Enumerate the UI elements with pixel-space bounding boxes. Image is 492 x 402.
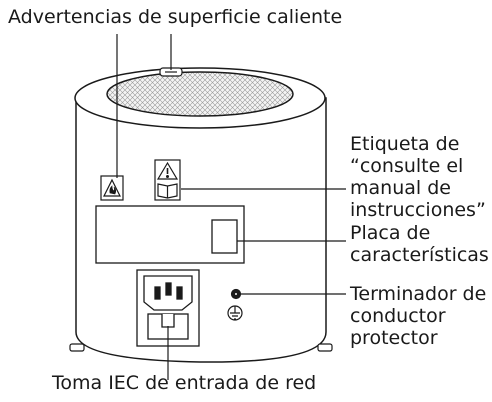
manual-label-line3: manual de bbox=[350, 177, 451, 199]
terminal-label-line3: protector bbox=[350, 327, 438, 349]
terminal-label-line2: conductor bbox=[350, 305, 446, 327]
terminal-label-line1: Terminador de bbox=[350, 283, 487, 305]
leader-lines bbox=[116, 34, 346, 380]
manual-label-line4: instrucciones” bbox=[350, 199, 486, 221]
manual-label-line2: “consulte el bbox=[350, 155, 464, 177]
hot-surface-warning-icon bbox=[100, 175, 124, 201]
rating-plate bbox=[95, 205, 245, 264]
rating-plate-label-line2: características bbox=[350, 244, 489, 266]
heating-mesh-opening bbox=[106, 71, 294, 117]
hot-surface-warnings-label: Advertencias de superficie caliente bbox=[8, 6, 343, 28]
iec-inlet-label: Toma IEC de entrada de red bbox=[52, 372, 317, 394]
manual-label-line1: Etiqueta de bbox=[350, 133, 460, 155]
rating-plate-label-line1: Placa de bbox=[350, 222, 431, 244]
consult-manual-warning-icon bbox=[154, 159, 181, 201]
protective-earth-terminal bbox=[227, 288, 243, 321]
mantle-feet bbox=[69, 343, 333, 352]
